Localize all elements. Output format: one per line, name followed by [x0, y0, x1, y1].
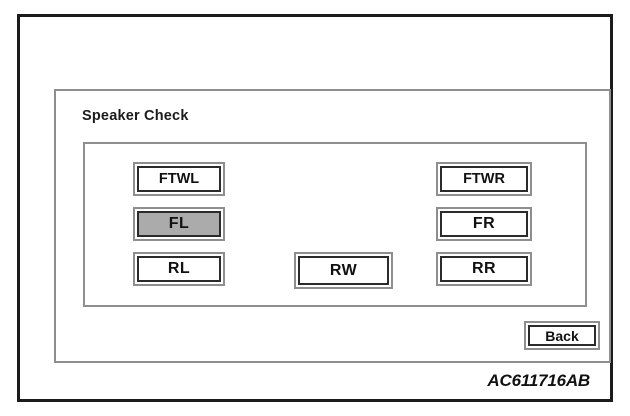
speaker-button-rw-label: RW [298, 256, 389, 285]
speaker-button-fl-label: FL [137, 211, 221, 237]
speaker-button-fr[interactable]: FR [436, 207, 532, 241]
illustration-frame: Speaker Check FTWL FL RL RW FTWR FR [17, 14, 613, 402]
speaker-button-rl-label: RL [137, 256, 221, 282]
speaker-button-ftwr-label: FTWR [440, 166, 528, 192]
speaker-layout-group: FTWL FL RL RW FTWR FR RR [83, 142, 587, 307]
speaker-button-rr[interactable]: RR [436, 252, 532, 286]
speaker-check-screen: Speaker Check FTWL FL RL RW FTWR FR [54, 89, 611, 363]
speaker-button-rr-label: RR [440, 256, 528, 282]
speaker-button-fr-label: FR [440, 211, 528, 237]
speaker-button-ftwl[interactable]: FTWL [133, 162, 225, 196]
figure-reference-code: AC611716AB [487, 371, 590, 390]
speaker-button-ftwl-label: FTWL [137, 166, 221, 192]
back-button[interactable]: Back [524, 321, 600, 350]
speaker-button-fl[interactable]: FL [133, 207, 225, 241]
speaker-button-rl[interactable]: RL [133, 252, 225, 286]
page-title: Speaker Check [82, 108, 189, 124]
speaker-button-ftwr[interactable]: FTWR [436, 162, 532, 196]
speaker-button-rw[interactable]: RW [294, 252, 393, 289]
back-button-label: Back [528, 325, 596, 346]
